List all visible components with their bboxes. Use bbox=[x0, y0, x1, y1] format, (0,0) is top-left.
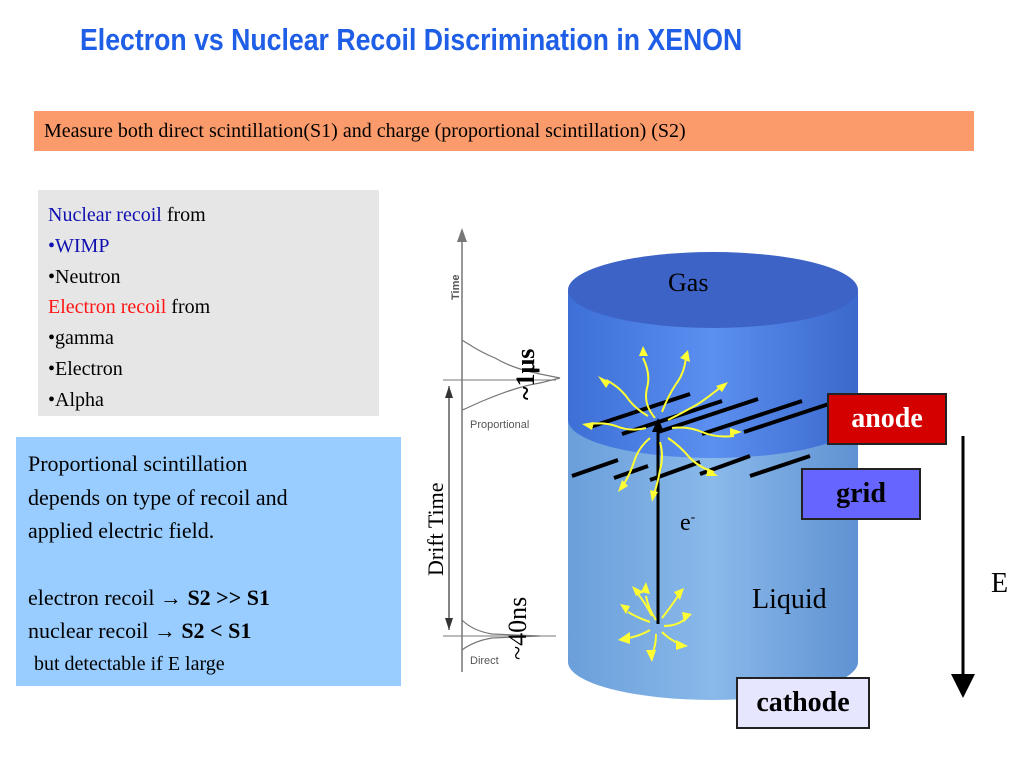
explain-line-2: depends on type of recoil and bbox=[28, 484, 288, 510]
cathode-label: cathode bbox=[736, 677, 870, 729]
liquid-volume bbox=[568, 420, 858, 700]
time-axis-label: Time bbox=[450, 275, 462, 300]
page-title: Electron vs Nuclear Recoil Discriminatio… bbox=[80, 22, 743, 57]
s1-width-label: ~40ns bbox=[503, 597, 532, 660]
gas-volume bbox=[568, 290, 858, 458]
list-item-alpha: •Alpha bbox=[48, 388, 104, 411]
electron-recoil-line: Electron recoil from bbox=[48, 292, 379, 323]
grid-label: grid bbox=[801, 468, 921, 520]
s1-photon-arrowheads bbox=[618, 582, 692, 662]
list-item-electron: •Electron bbox=[48, 357, 123, 380]
s2-photon-arrowheads bbox=[582, 346, 742, 502]
from-text: from bbox=[166, 296, 211, 319]
electron-label: e- bbox=[680, 510, 695, 537]
proportional-label: Proportional bbox=[470, 419, 529, 431]
relation-value: S2 < S1 bbox=[181, 618, 252, 643]
relation-value: S2 >> S1 bbox=[187, 584, 270, 610]
liquid-label: Liquid bbox=[752, 584, 827, 615]
proportional-scintillation-box: Proportional scintillation depends on ty… bbox=[16, 437, 401, 686]
drift-arrow-head-up bbox=[445, 386, 453, 398]
electron-symbol: e bbox=[680, 510, 691, 536]
drift-arrow-head-down bbox=[445, 618, 453, 630]
s2-width-label: ~1μs bbox=[511, 349, 540, 400]
anode-label: anode bbox=[827, 393, 947, 445]
field-arrow-head bbox=[951, 674, 975, 698]
nuclear-recoil-relation: nuclear recoil → S2 < S1 bbox=[28, 614, 401, 648]
field-label: E bbox=[991, 568, 1009, 599]
nuclear-recoil-line: Nuclear recoil from bbox=[48, 200, 379, 231]
gas-label: Gas bbox=[668, 268, 709, 297]
gas-top bbox=[568, 252, 858, 328]
s2-photon-burst bbox=[589, 357, 735, 495]
list-item-wimp: •WIMP bbox=[48, 234, 110, 257]
electron-charge: - bbox=[690, 510, 696, 525]
relation-prefix: electron recoil → bbox=[28, 584, 188, 610]
explain-line-3: applied electric field. bbox=[28, 518, 215, 543]
xenon-cylinder bbox=[568, 252, 858, 700]
electron-recoil-heading: Electron recoil bbox=[48, 296, 167, 319]
s2-pulse bbox=[461, 339, 561, 411]
relation-prefix: nuclear recoil → bbox=[28, 618, 182, 643]
footnote: but detectable if E large bbox=[34, 652, 225, 675]
nuclear-recoil-heading: Nuclear recoil bbox=[48, 204, 162, 226]
electron-drift-arrowhead bbox=[652, 418, 664, 432]
direct-label: Direct bbox=[470, 655, 499, 667]
from-text: from bbox=[161, 204, 206, 226]
waveform-panel: Time Proportional Direct Drift Time ~1μs… bbox=[423, 228, 561, 672]
explain-line-1: Proportional scintillation bbox=[28, 451, 248, 476]
time-axis-arrow bbox=[457, 228, 467, 242]
recoil-sources-box: Nuclear recoil from •WIMP •Neutron Elect… bbox=[38, 190, 379, 416]
drift-time-label: Drift Time bbox=[423, 482, 448, 576]
electron-recoil-relation: electron recoil → S2 >> S1 bbox=[28, 581, 401, 615]
measurement-banner: Measure both direct scintillation(S1) an… bbox=[34, 111, 974, 151]
list-item-neutron: •Neutron bbox=[48, 265, 121, 288]
list-item-gamma: •gamma bbox=[48, 327, 114, 350]
